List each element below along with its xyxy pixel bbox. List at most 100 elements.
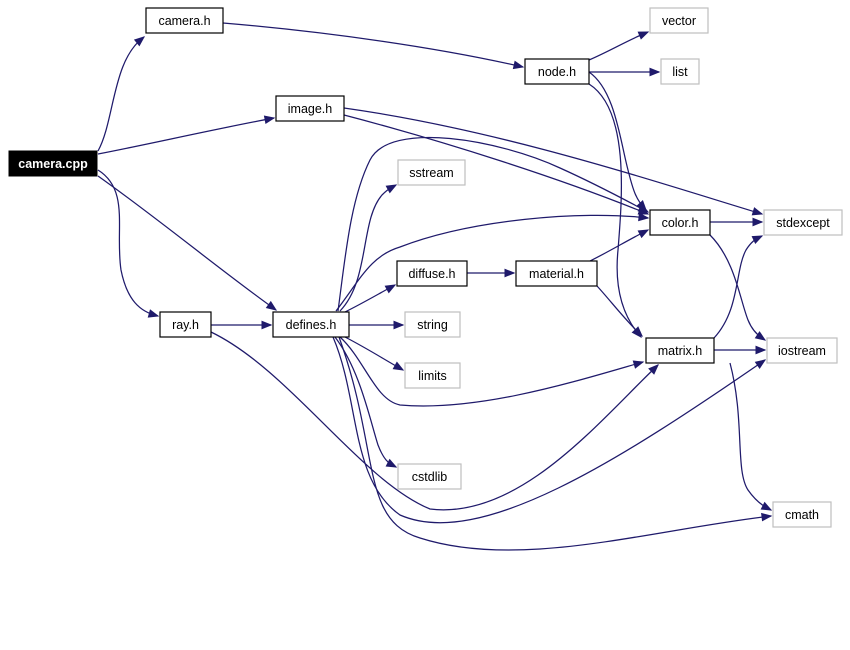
node-box bbox=[396, 260, 468, 287]
node-color-h[interactable]: color.h bbox=[649, 209, 711, 236]
edge-camera-cpp-to-camera-h bbox=[97, 36, 145, 152]
edge-matrix-h-to-iostream-arrowhead bbox=[755, 345, 767, 355]
node-label: camera.cpp bbox=[18, 157, 88, 171]
node-box bbox=[275, 95, 345, 122]
edge-color-h-to-stdexcept-arrowhead bbox=[752, 217, 764, 227]
nodes-layer: camera.cpp camera.h image.h ray.h defines.h n… bbox=[8, 7, 843, 528]
node-label: matrix.h bbox=[658, 344, 703, 358]
node-matrix-h[interactable]: matrix.h bbox=[645, 337, 715, 364]
edge-defines-h-to-limits-arrowhead bbox=[392, 361, 405, 371]
node-label: camera.h bbox=[158, 14, 210, 28]
edge-defines-h-to-diffuse-h-arrowhead bbox=[384, 284, 397, 294]
node-box bbox=[649, 7, 709, 34]
edge-material-h-to-matrix-h-arrowhead bbox=[632, 326, 643, 337]
edge-defines-h-to-cmath-arrowhead bbox=[761, 512, 773, 522]
edge-node-h-to-vector bbox=[588, 31, 649, 61]
node-label: material.h bbox=[529, 267, 584, 281]
node-label: node.h bbox=[538, 65, 576, 79]
edge-color-h-to-iostream bbox=[709, 234, 766, 341]
edge-defines-to-color-upper bbox=[337, 136, 649, 312]
node-cmath: cmath bbox=[772, 501, 832, 528]
node-label: image.h bbox=[288, 102, 333, 116]
node-box bbox=[660, 58, 700, 85]
edge-image-h-to-stdexcept bbox=[343, 107, 763, 215]
edge-camera-cpp-to-ray-h-arrowhead bbox=[147, 309, 160, 318]
node-box bbox=[272, 311, 350, 338]
node-box bbox=[649, 209, 711, 236]
edge-defines-h-to-sstream bbox=[339, 184, 397, 312]
node-box bbox=[515, 260, 598, 287]
node-box bbox=[766, 337, 838, 364]
edge-camera-cpp-to-camera-h-arrowhead bbox=[133, 36, 146, 47]
edge-defines-h-to-color-h-arrowhead bbox=[638, 212, 650, 222]
node-ray-h[interactable]: ray.h bbox=[159, 311, 212, 338]
node-image-h[interactable]: image.h bbox=[275, 95, 345, 122]
edge-color-h-to-iostream-arrowhead bbox=[754, 331, 767, 341]
edge-defines-h-to-sstream-arrowhead bbox=[385, 184, 398, 194]
edge-camera-cpp-to-image-h-arrowhead bbox=[263, 115, 276, 125]
node-label: ray.h bbox=[172, 318, 199, 332]
node-box bbox=[645, 337, 715, 364]
node-label: limits bbox=[418, 369, 446, 383]
edge-defines-h-to-cstdlib-arrowhead bbox=[385, 458, 398, 468]
node-label: sstream bbox=[409, 166, 453, 180]
node-iostream: iostream bbox=[766, 337, 838, 364]
edge-camera-h-to-node-h-arrowhead bbox=[512, 60, 525, 70]
node-diffuse-h[interactable]: diffuse.h bbox=[396, 260, 468, 287]
node-limits: limits bbox=[404, 362, 461, 389]
edge-camera-cpp-to-image-h bbox=[97, 117, 275, 155]
edge-defines-h-to-matrix-h bbox=[339, 336, 644, 407]
edge-defines-h-to-cstdlib bbox=[334, 336, 397, 468]
edge-material-h-to-color-h-arrowhead bbox=[637, 229, 650, 239]
node-label: stdexcept bbox=[776, 216, 830, 230]
edge-ray-h-to-defines-h-arrowhead bbox=[261, 320, 273, 330]
edge-camera-h-to-node-h bbox=[222, 22, 524, 68]
node-list: list bbox=[660, 58, 700, 85]
node-label: cmath bbox=[785, 508, 819, 522]
node-camera-h[interactable]: camera.h bbox=[145, 7, 224, 34]
node-label: iostream bbox=[778, 344, 826, 358]
edge-node-h-to-matrix-h bbox=[588, 83, 642, 338]
node-label: cstdlib bbox=[412, 470, 447, 484]
node-label: list bbox=[672, 65, 688, 79]
node-defines-h[interactable]: defines.h bbox=[272, 311, 350, 338]
node-cstdlib: cstdlib bbox=[397, 463, 462, 490]
edge-node-h-to-list-arrowhead bbox=[649, 67, 661, 77]
node-box bbox=[524, 58, 590, 85]
edge-matrix-h-to-cmath-arrowhead bbox=[760, 501, 773, 511]
edge-camera-cpp-to-defines-h-arrowhead bbox=[265, 300, 278, 311]
edge-defines-h-to-iostream-arrowhead bbox=[754, 359, 767, 369]
edge-node-h-to-vector-arrowhead bbox=[637, 31, 650, 40]
node-box bbox=[145, 7, 224, 34]
node-box bbox=[8, 150, 98, 177]
node-label: string bbox=[417, 318, 448, 332]
node-material-h[interactable]: material.h bbox=[515, 260, 598, 287]
edges-layer bbox=[97, 22, 773, 551]
node-box bbox=[772, 501, 832, 528]
edge-defines-h-to-iostream bbox=[332, 336, 766, 524]
node-label: vector bbox=[662, 14, 696, 28]
node-stdexcept: stdexcept bbox=[763, 209, 843, 236]
edge-node-h-to-color-h bbox=[588, 71, 647, 211]
node-box bbox=[159, 311, 212, 338]
node-camera-cpp[interactable]: camera.cpp bbox=[8, 150, 98, 177]
node-box bbox=[397, 463, 462, 490]
node-vector: vector bbox=[649, 7, 709, 34]
edge-ray-h-to-matrix-h bbox=[210, 331, 659, 511]
edge-defines-to-color-upper-arrowhead bbox=[637, 203, 650, 213]
edge-defines-h-to-matrix-h-arrowhead bbox=[632, 360, 645, 369]
node-box bbox=[397, 159, 466, 186]
edge-image-h-to-color-h bbox=[343, 114, 649, 215]
node-label: defines.h bbox=[286, 318, 337, 332]
node-label: diffuse.h bbox=[408, 267, 455, 281]
edge-defines-h-to-string-arrowhead bbox=[393, 320, 405, 330]
edge-ray-h-to-matrix-h-arrowhead bbox=[648, 364, 659, 375]
edge-camera-cpp-to-defines-h bbox=[97, 175, 277, 311]
node-sstream: sstream bbox=[397, 159, 466, 186]
node-label: color.h bbox=[662, 216, 699, 230]
edge-diffuse-h-to-material-h-arrowhead bbox=[504, 268, 516, 278]
edge-defines-h-to-color-h bbox=[335, 214, 649, 312]
node-string: string bbox=[404, 311, 461, 338]
node-node-h[interactable]: node.h bbox=[524, 58, 590, 85]
